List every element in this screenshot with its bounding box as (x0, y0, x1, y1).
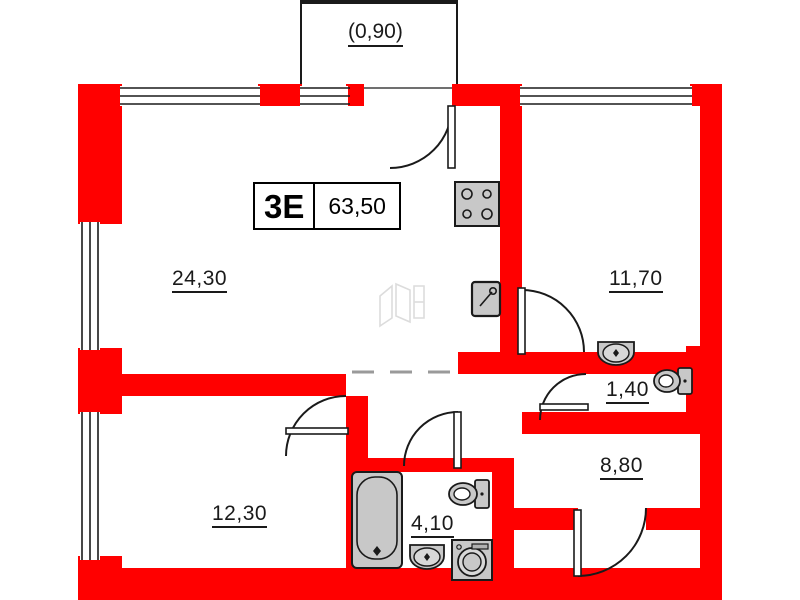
door-entrance (573, 507, 647, 577)
doors (285, 105, 647, 577)
door-bedroom-lower-left (285, 395, 349, 457)
window-top-right (520, 86, 692, 106)
rooms-count-label: 3Е (255, 184, 316, 228)
door-wc (539, 373, 589, 421)
bathroom-area-label: 4,10 (411, 512, 454, 539)
balcony-outline (300, 0, 458, 88)
kitchen-sink-icon (470, 280, 502, 318)
window-top-left-a (120, 86, 260, 106)
living-room-area-label: 24,30 (172, 267, 228, 294)
window-top-left-b (300, 86, 350, 106)
hall-area-label: 8,80 (600, 454, 643, 481)
windows (80, 86, 692, 560)
stove-icon (454, 181, 500, 227)
bedroom-lower-left-area-label: 12,30 (212, 502, 268, 529)
bedroom-upper-right-area-label: 11,70 (609, 267, 663, 294)
title-block: 3Е 63,50 (253, 182, 401, 230)
door-balcony (389, 105, 456, 169)
door-bedroom-upper-right (517, 287, 585, 355)
bathroom-toilet-icon (448, 479, 490, 509)
balcony-door-opening (364, 86, 452, 106)
wc-area-label: 1,40 (606, 378, 649, 405)
wc-toilet-icon (653, 367, 693, 395)
window-left-upper (80, 222, 100, 350)
bathtub-icon (351, 471, 403, 569)
bathroom-washbasin-icon (409, 544, 445, 570)
balcony-area-label: (0,90) (348, 20, 403, 47)
total-area-label: 63,50 (328, 192, 386, 219)
wc-washbasin-icon (597, 341, 635, 366)
watermark-logo (379, 282, 425, 328)
window-left-lower (80, 412, 100, 560)
walls (78, 84, 722, 600)
door-bathroom (403, 411, 462, 469)
washing-machine-icon (451, 539, 493, 581)
